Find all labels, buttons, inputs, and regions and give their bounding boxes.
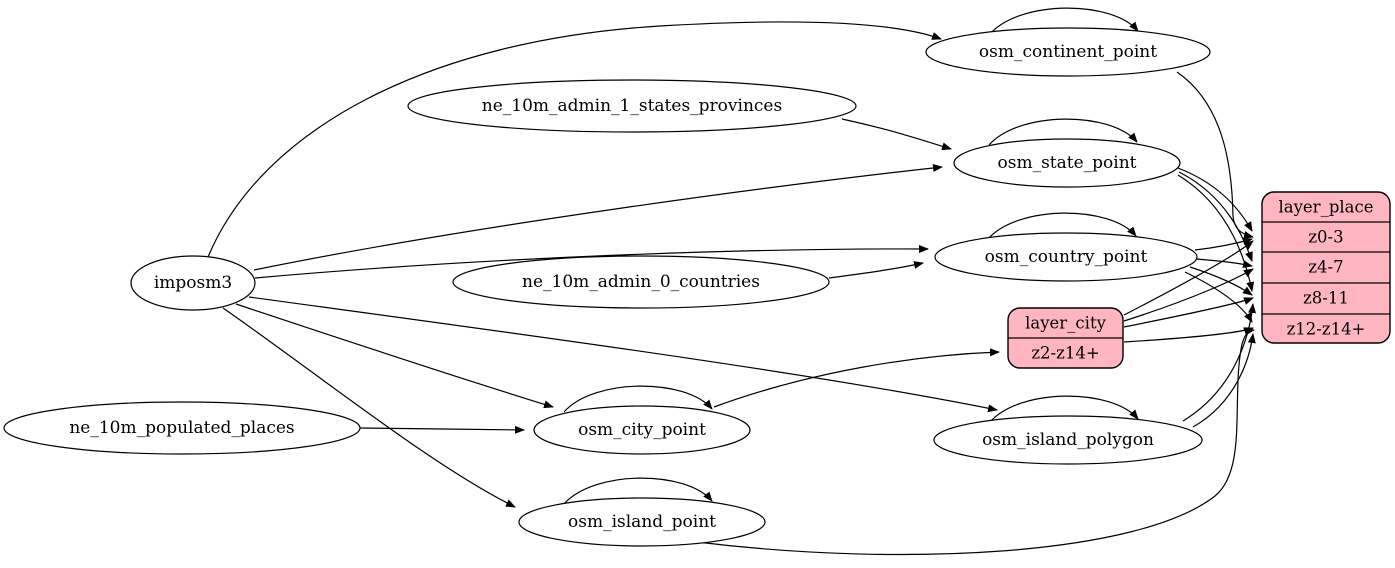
node-shape-osm-city-point [533,405,751,455]
edge-ne-10m-admin-1-states-provinces-to-osm-state-point [841,118,952,151]
self-loop-osm-city-point [563,385,713,413]
edge-osm-island-point-to-layer-place-z12-z14 [696,327,1255,556]
record-row-layer-city-z2-z14: z2-z14+ [1031,344,1099,363]
edge-osm-country-point-to-layer-place-z12-z14 [1184,271,1253,323]
node-shape-ne-10m-populated-places [3,401,361,455]
edge-imposm3-to-osm-city-point [235,303,554,409]
record-header-layer-place: layer_place [1278,198,1373,217]
record-row-layer-place-z4-7: z4-7 [1308,258,1343,277]
node-shape-imposm3 [130,255,256,311]
node-shape-ne-10m-admin-0-countries [452,255,830,309]
edge-imposm3-to-osm-country-point [254,244,929,279]
edge-osm-island-polygon-to-layer-place-z12-z14 [1192,333,1256,428]
node-osm-island-polygon: osm_island_polygon [933,415,1203,465]
edge-osm-country-point-to-layer-place-z4-7 [1195,258,1253,269]
edge-osm-state-point-to-layer-place-z0-3 [1177,167,1253,232]
node-label-ne-10m-admin-0-countries: ne_10m_admin_0_countries [522,272,760,292]
edge-layer-city-to-layer-place-z0-3 [1123,240,1254,316]
self-loop-osm-island-polygon [989,395,1139,423]
edge-osm-state-point-to-layer-place-z4-7 [1178,171,1253,262]
node-shape-osm-state-point [953,138,1181,188]
records-layer: layer_city z2-z14+ layer_place z0-3 z4-7 z8-1… [1007,191,1391,369]
edge-osm-city-point-to-layer-city-z2-z14 [713,348,1000,408]
edge-ne-10m-admin-0-countries-to-osm-country-point [828,261,924,279]
self-loops-layer [563,7,1139,505]
record-row-layer-place-z12-z14: z12-z14+ [1287,320,1366,339]
node-shape-ne-10m-admin-1-states-provinces [407,79,857,133]
node-shape-osm-continent-point [925,27,1211,77]
edge-osm-island-polygon-to-layer-place-z8-11 [1182,303,1257,422]
node-label-osm-island-point: osm_island_point [568,512,716,532]
node-osm-city-point: osm_city_point [533,405,751,455]
node-osm-island-point: osm_island_point [518,497,766,547]
edge-layer-city-to-layer-place-z8-11 [1123,297,1254,328]
edge-imposm3-to-osm-state-point [253,164,943,271]
node-ne-10m-admin-0-countries: ne_10m_admin_0_countries [452,255,830,309]
node-shape-osm-country-point [934,232,1198,282]
node-label-imposm3: imposm3 [154,273,232,293]
record-row-layer-place-z8-11: z8-11 [1303,289,1349,308]
edges-layer [207,21,1257,556]
node-shape-osm-island-point [518,497,766,547]
edge-imposm3-to-osm-island-polygon [248,296,998,413]
edge-layer-city-to-layer-place-z4-7 [1123,268,1254,322]
self-loop-osm-continent-point [989,7,1139,35]
edge-osm-country-point-to-layer-place-z8-11 [1189,266,1253,296]
record-shape-layer-place [1261,191,1391,344]
record-row-layer-place-z0-3: z0-3 [1308,228,1343,247]
node-shape-osm-island-polygon [933,415,1203,465]
self-loop-osm-island-point [563,477,713,505]
edge-imposm3-to-osm-continent-point [207,21,942,258]
edge-layer-city-to-layer-place-z12-z14 [1123,327,1254,343]
record-layer-place: layer_place z0-3 z4-7 z8-11 z12-z14+ [1261,191,1391,344]
node-label-ne-10m-populated-places: ne_10m_populated_places [69,418,294,438]
node-label-osm-city-point: osm_city_point [578,420,706,440]
node-osm-country-point: osm_country_point [934,232,1198,282]
self-loop-osm-state-point [988,118,1138,146]
node-ne-10m-populated-places: ne_10m_populated_places [3,401,361,455]
self-loop-osm-country-point [987,212,1137,240]
edge-osm-country-point-to-layer-place-z0-3 [1194,237,1253,251]
record-header-layer-city: layer_city [1025,314,1106,333]
node-ne-10m-admin-1-states-provinces: ne_10m_admin_1_states_provinces [407,79,857,133]
node-label-ne-10m-admin-1-states-provinces: ne_10m_admin_1_states_provinces [482,96,782,116]
node-osm-state-point: osm_state_point [953,138,1181,188]
nodes-layer: imposm3 ne_10m_admin_1_states_provincesne… [3,27,1211,547]
node-osm-continent-point: osm_continent_point [925,27,1211,77]
edge-imposm3-to-osm-island-point [222,307,516,508]
node-imposm3: imposm3 [130,255,256,311]
edge-osm-state-point-to-layer-place-z8-11 [1177,174,1255,292]
node-label-osm-island-polygon: osm_island_polygon [982,430,1154,450]
node-label-osm-country-point: osm_country_point [985,247,1148,267]
edge-osm-continent-point-to-layer-place-z0-3 [1176,71,1254,239]
edge-ne-10m-populated-places-to-osm-city-point [359,425,525,434]
node-label-osm-state-point: osm_state_point [998,153,1137,173]
node-label-osm-continent-point: osm_continent_point [979,42,1157,62]
record-layer-city: layer_city z2-z14+ [1007,307,1124,369]
